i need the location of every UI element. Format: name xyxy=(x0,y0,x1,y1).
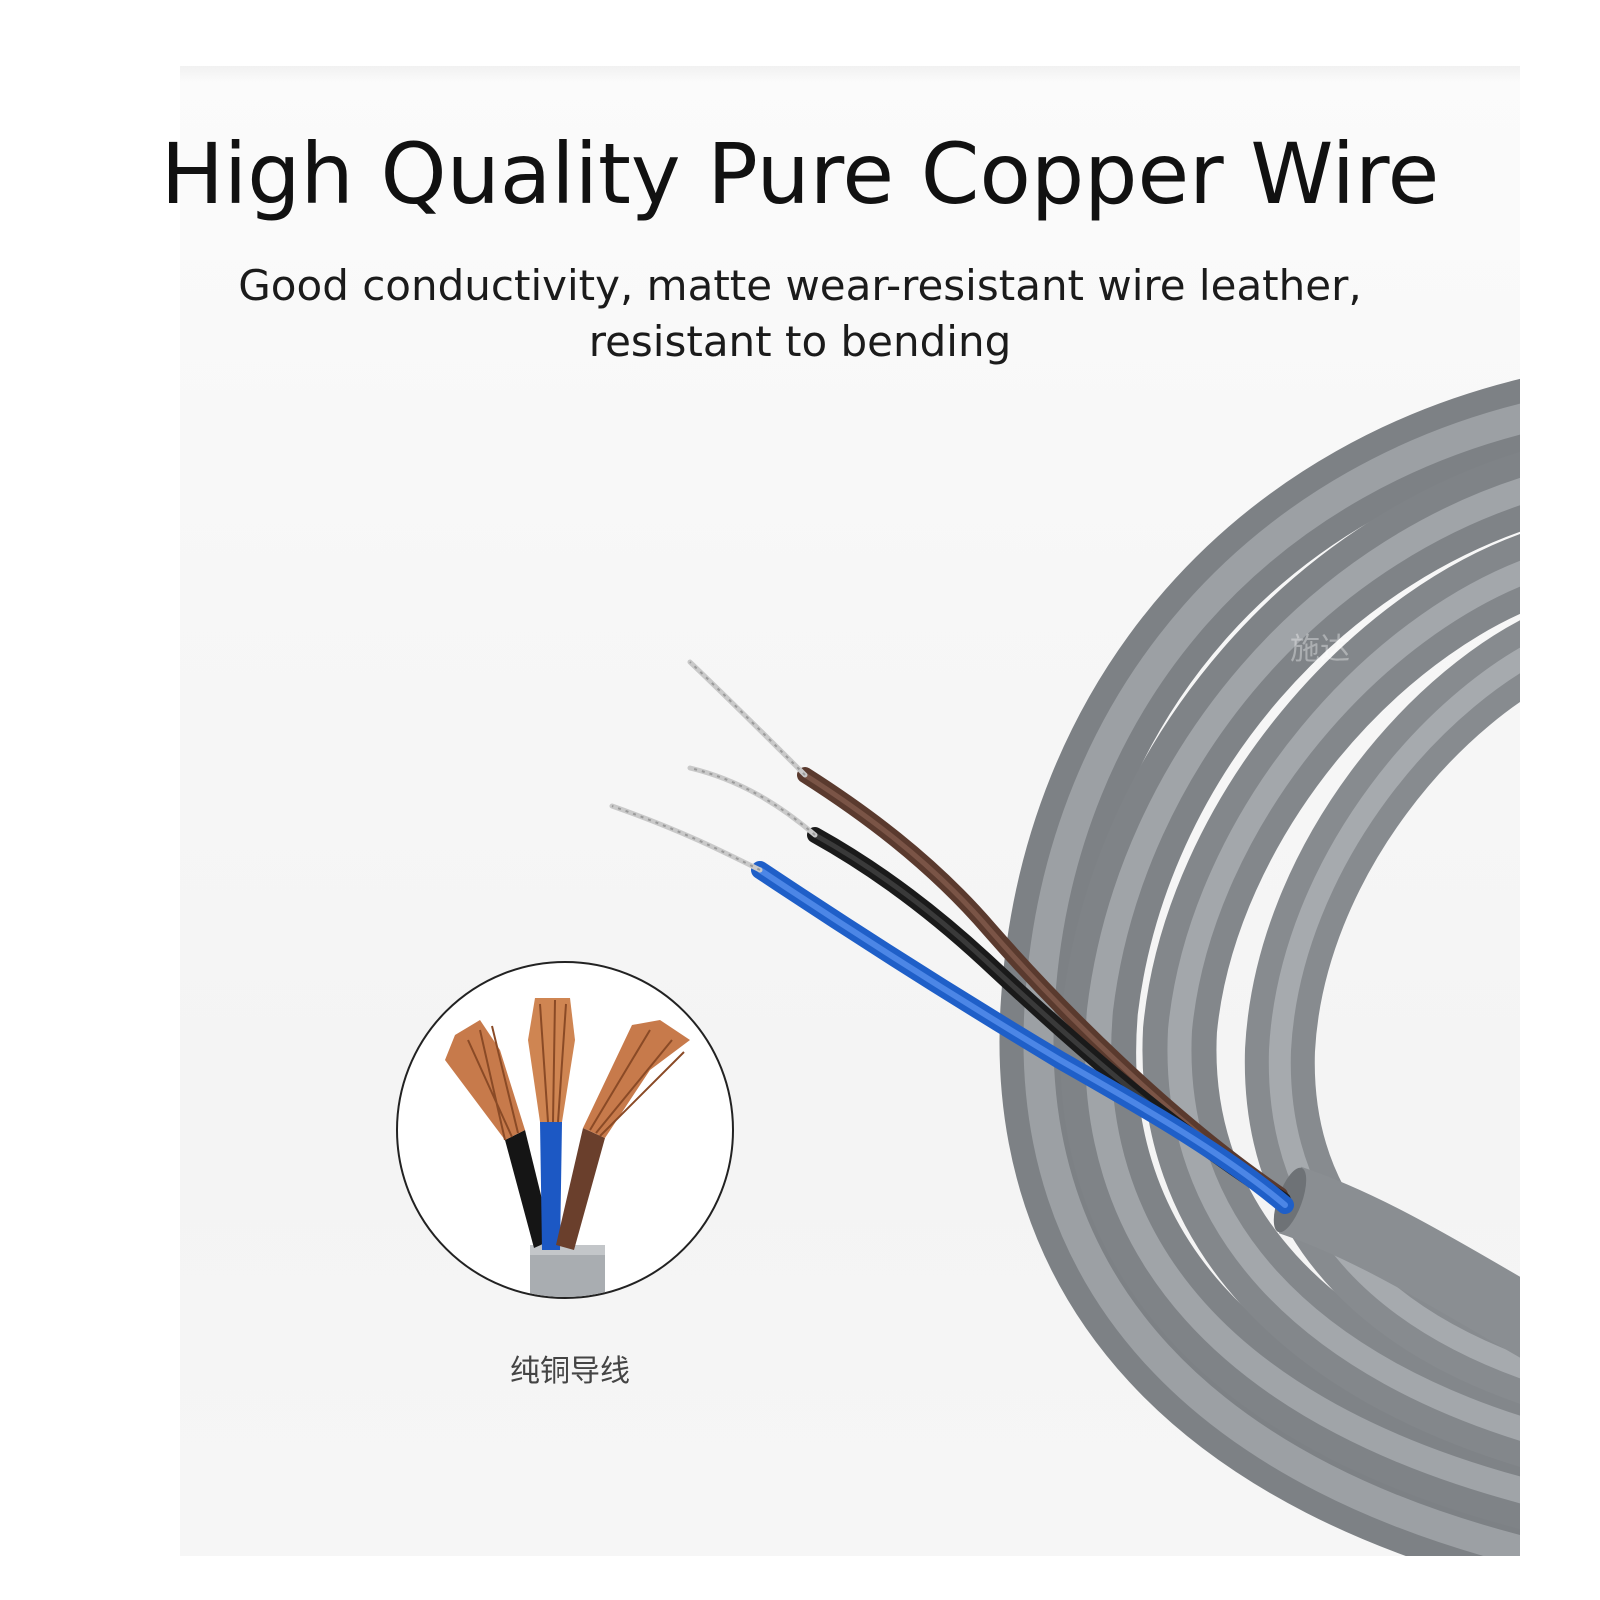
stripped-end-blue xyxy=(609,803,763,873)
headline: High Quality Pure Copper Wire xyxy=(160,125,1440,223)
cable-coil xyxy=(609,378,1520,1556)
cable-loop-second-highlight xyxy=(1085,478,1520,1504)
inset-caption: 纯铜导线 xyxy=(510,1354,630,1389)
subheadline-line-2: resistant to bending xyxy=(588,317,1012,366)
inset-copper-center xyxy=(528,998,575,1122)
subheadline-line-1: Good conductivity, matte wear-resistant … xyxy=(238,261,1362,310)
inset-jacket xyxy=(530,1245,605,1297)
cable-loop-inner-highlight xyxy=(1268,647,1520,1379)
inset-core-blue xyxy=(540,1122,562,1250)
subheadline: Good conductivity, matte wear-resistant … xyxy=(0,258,1600,370)
wire-blue-highlight xyxy=(757,867,1288,1208)
inset-core-black xyxy=(505,1130,552,1248)
inset-copper-left xyxy=(445,1020,525,1140)
inset-circle xyxy=(396,961,734,1299)
background-top-shadow xyxy=(180,66,1520,82)
cable-loop-third-highlight xyxy=(1167,560,1520,1441)
stripped-end-black xyxy=(687,765,818,838)
watermark: 施达 xyxy=(1290,632,1350,667)
inset-core-brown xyxy=(556,1128,605,1250)
cable-end-jacket xyxy=(1278,1166,1520,1358)
